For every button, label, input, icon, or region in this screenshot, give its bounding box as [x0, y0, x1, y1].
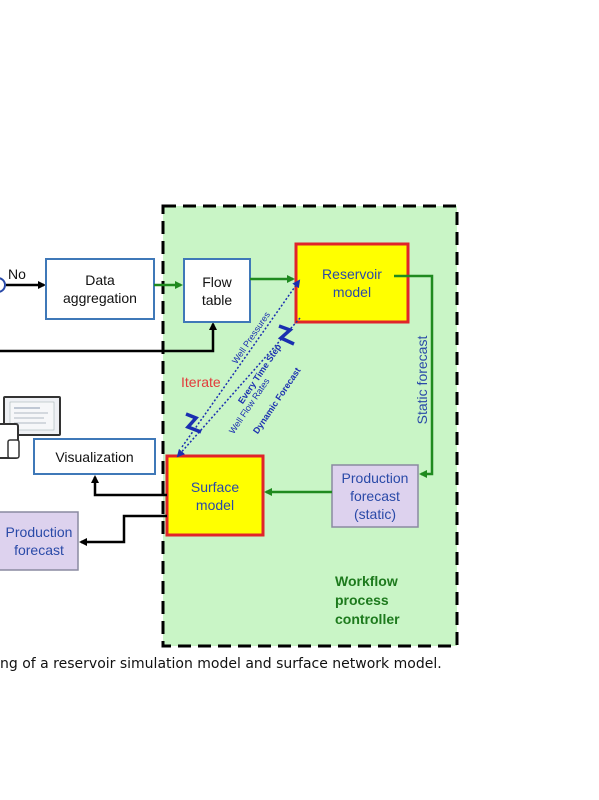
- devices-icon: [0, 396, 61, 459]
- flow-table-box: [183, 258, 251, 323]
- arrow-reservoir-to-forecast: [394, 274, 434, 478]
- decision-node: [0, 277, 6, 293]
- surface-model-label: Surface model: [190, 478, 240, 513]
- data-aggregation-box: [45, 258, 155, 320]
- data-aggregation-label: Data aggregation: [63, 272, 137, 306]
- arrow-surface-to-visualization: [91, 475, 167, 497]
- reservoir-model-box: [294, 242, 410, 324]
- zigzag-upper: [277, 324, 295, 346]
- workflow-controller-label: Workflow process controller: [335, 573, 400, 627]
- dotted-line-lower: [176, 317, 301, 458]
- visualization-label: Visualization: [55, 448, 134, 465]
- production-forecast-box: [0, 511, 79, 571]
- reservoir-model-label: Reservoir model: [322, 266, 382, 300]
- surface-model-box: [165, 454, 265, 537]
- production-forecast-static-box: [331, 464, 419, 528]
- iterate-label: Iterate: [181, 374, 221, 390]
- arrow-surface-to-production-forecast: [79, 514, 167, 546]
- production-forecast-label: Production forecast: [5, 524, 73, 558]
- flow-table-label: Flow table: [201, 273, 233, 308]
- dotted-line-upper: [181, 279, 301, 448]
- zigzag-lower: [185, 412, 202, 434]
- figure-caption: ng of a reservoir simulation model and s…: [0, 656, 442, 672]
- arrow-left-to-flow-table: [0, 322, 217, 353]
- no-label: No: [8, 266, 26, 282]
- visualization-box: [33, 438, 156, 475]
- production-forecast-static-label: Production forecast (static): [341, 470, 409, 522]
- static-forecast-label: Static forecast: [414, 335, 430, 425]
